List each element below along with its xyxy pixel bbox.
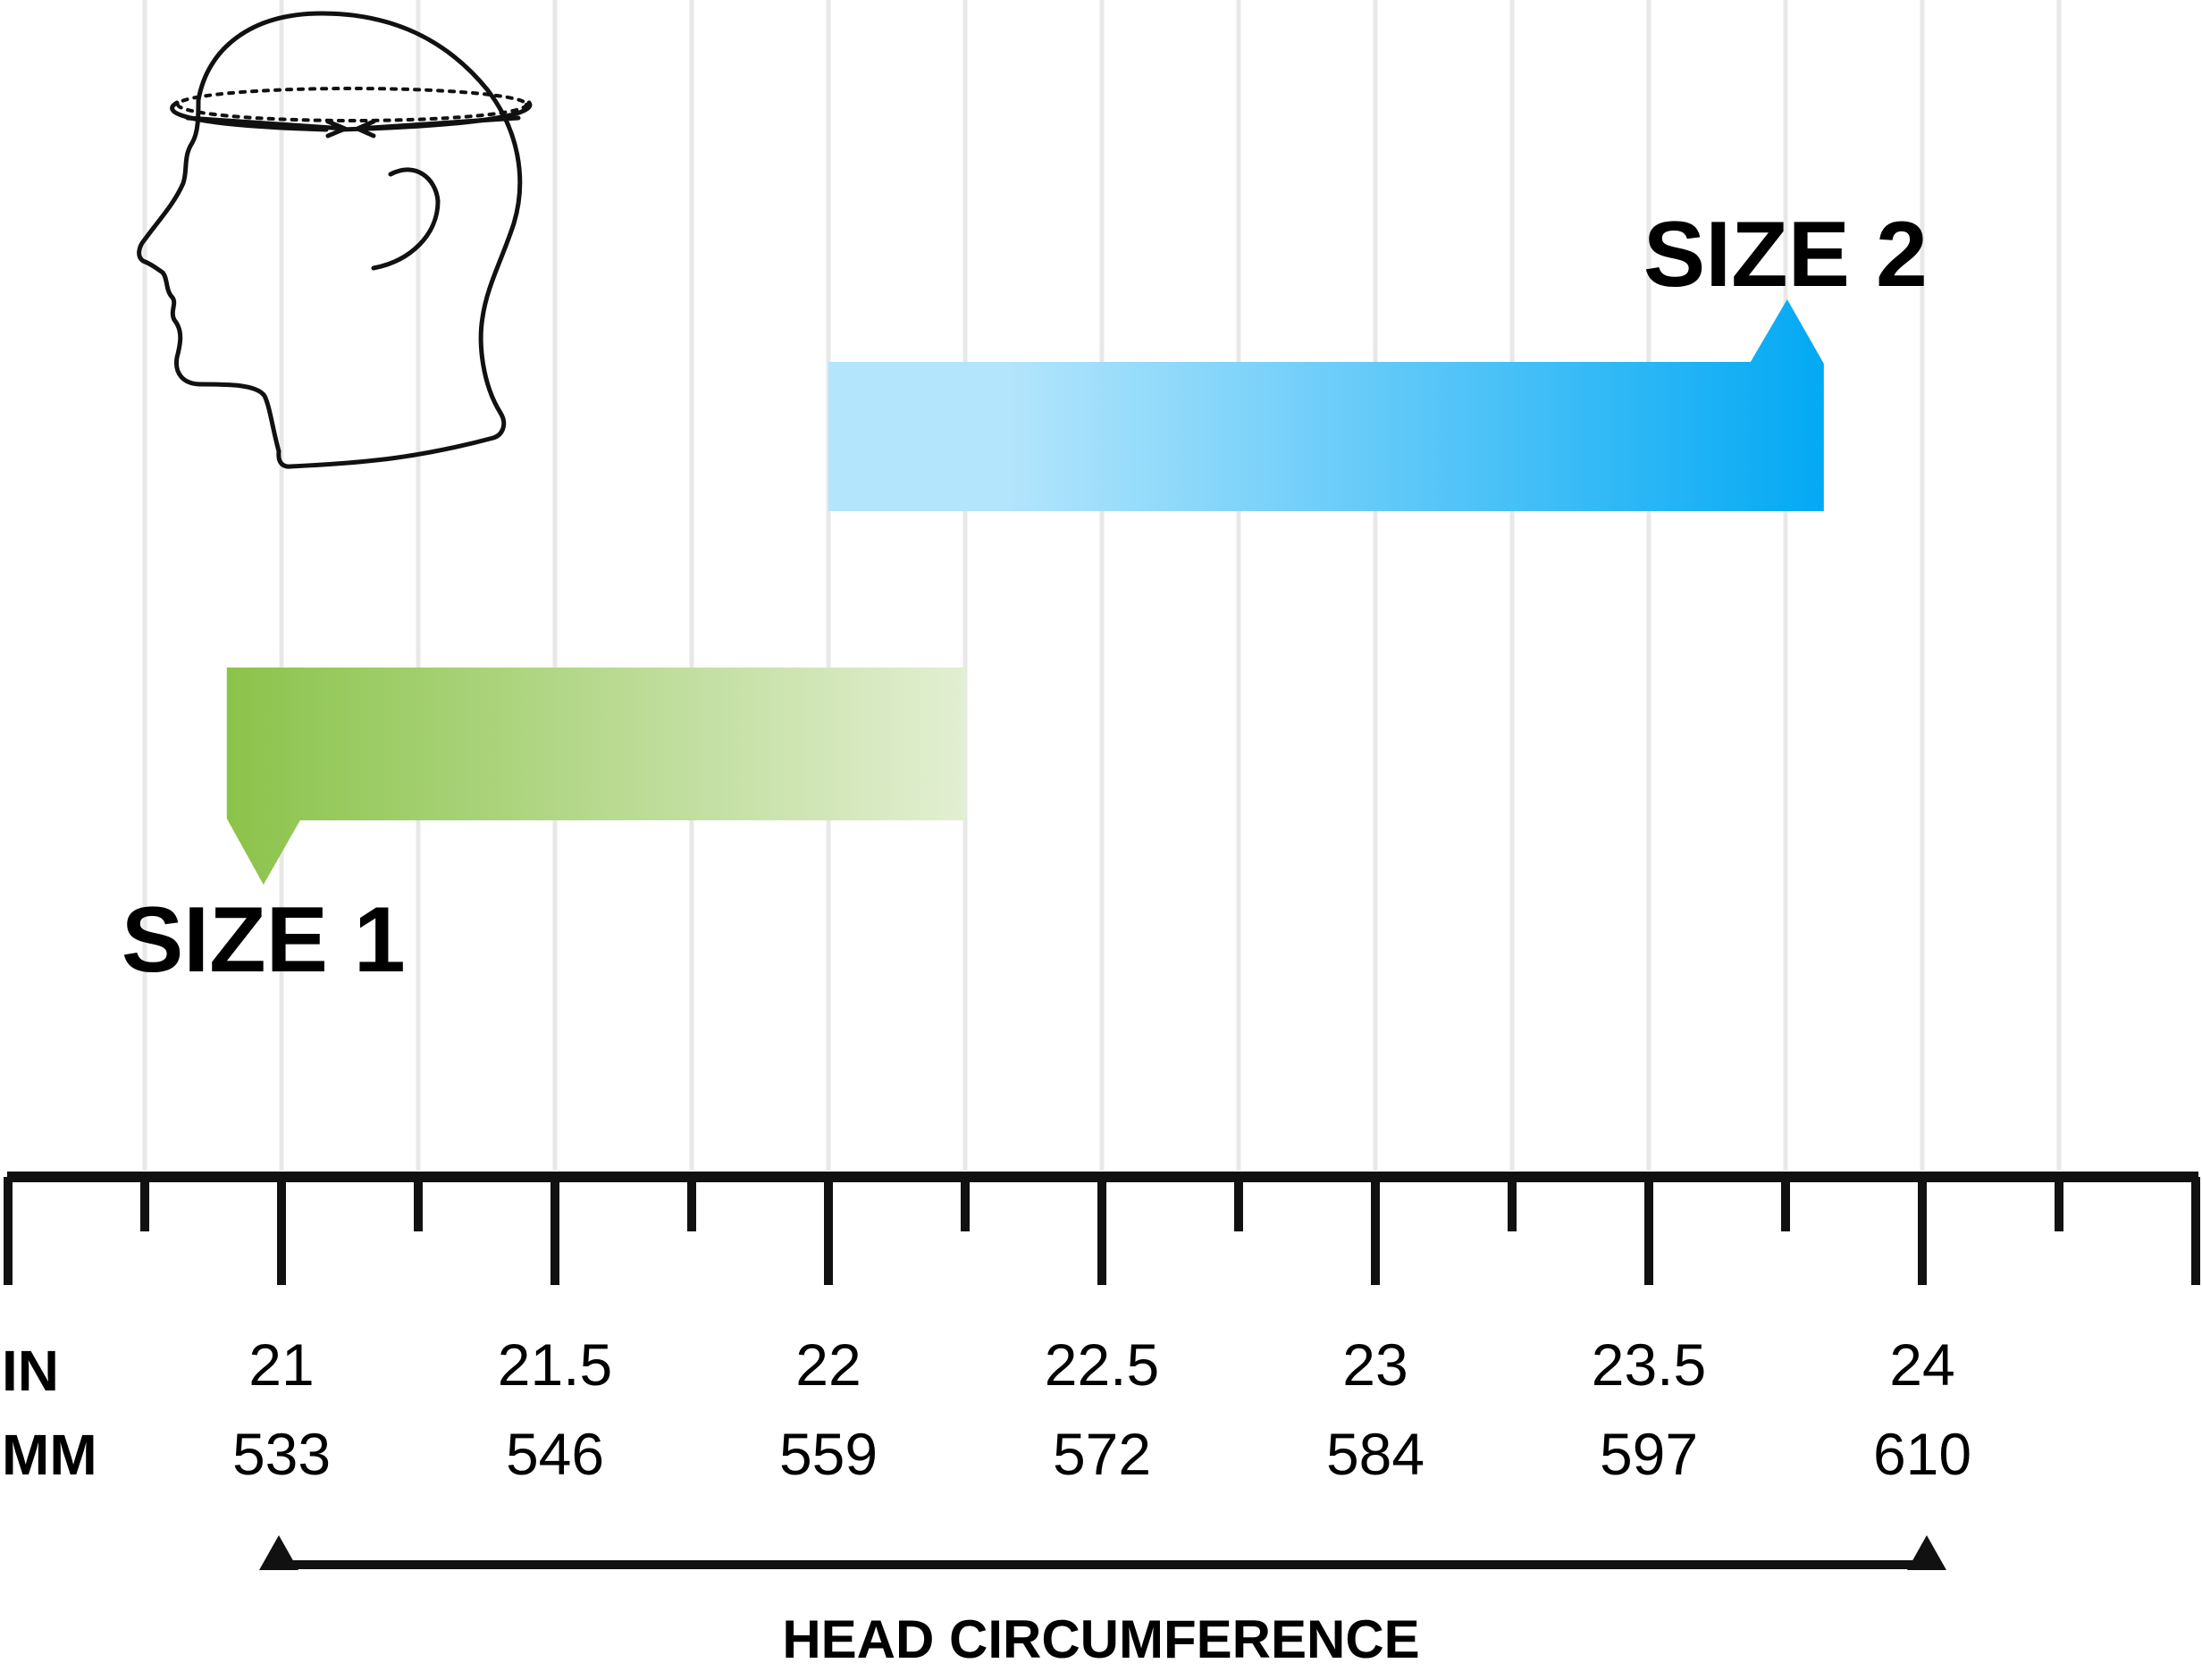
tick-label-mm: 572: [1053, 1421, 1151, 1487]
measure-arrow-left-icon: [355, 115, 521, 139]
label-size-2: SIZE 2: [1643, 203, 1928, 307]
tick-label-in: 22: [795, 1331, 861, 1398]
grid-lines: [142, 0, 2062, 1171]
tick-label-mm: 533: [232, 1421, 331, 1487]
measure-ring-back-icon: [176, 87, 528, 122]
axis-caption: HEAD CIRCUMFERENCE: [782, 1609, 1419, 1669]
label-size-1: SIZE 1: [122, 888, 406, 992]
bracket-left-arrow-icon: [259, 1535, 298, 1570]
tick-label-in: 21: [248, 1331, 314, 1398]
caption-bracket: [259, 1535, 1946, 1570]
axis-ticks: [4, 1177, 2200, 1285]
tick-label-in: 22.5: [1045, 1331, 1159, 1398]
measure-arrow-right-icon: [185, 115, 348, 139]
tick-label-mm: 559: [779, 1421, 878, 1487]
bracket-right-arrow-icon: [1907, 1535, 1946, 1570]
size-bars: SIZE 1 SIZE 2: [122, 203, 1928, 992]
tick-label-in: 23: [1342, 1331, 1408, 1398]
unit-label-mm: MM: [2, 1423, 97, 1487]
head-measure-icon: [137, 11, 533, 469]
bar-size-2: [828, 299, 1824, 511]
bar-size-1: [226, 668, 966, 885]
tick-label-mm: 584: [1326, 1421, 1425, 1487]
unit-label-in: IN: [2, 1339, 59, 1403]
ear-icon: [371, 167, 441, 271]
tick-label-in: 24: [1889, 1331, 1954, 1398]
tick-label-in: 21.5: [498, 1331, 612, 1398]
head-outline-icon: [137, 11, 523, 469]
tick-label-in: 23.5: [1592, 1331, 1706, 1398]
axis-tick-labels: 21 533 21.5 546 22 559 22.5 572 23 584 23.5 597 24 61…: [232, 1331, 1971, 1487]
tick-label-mm: 597: [1600, 1421, 1698, 1487]
tick-label-mm: 610: [1873, 1421, 1971, 1487]
tick-label-mm: 546: [506, 1421, 604, 1487]
